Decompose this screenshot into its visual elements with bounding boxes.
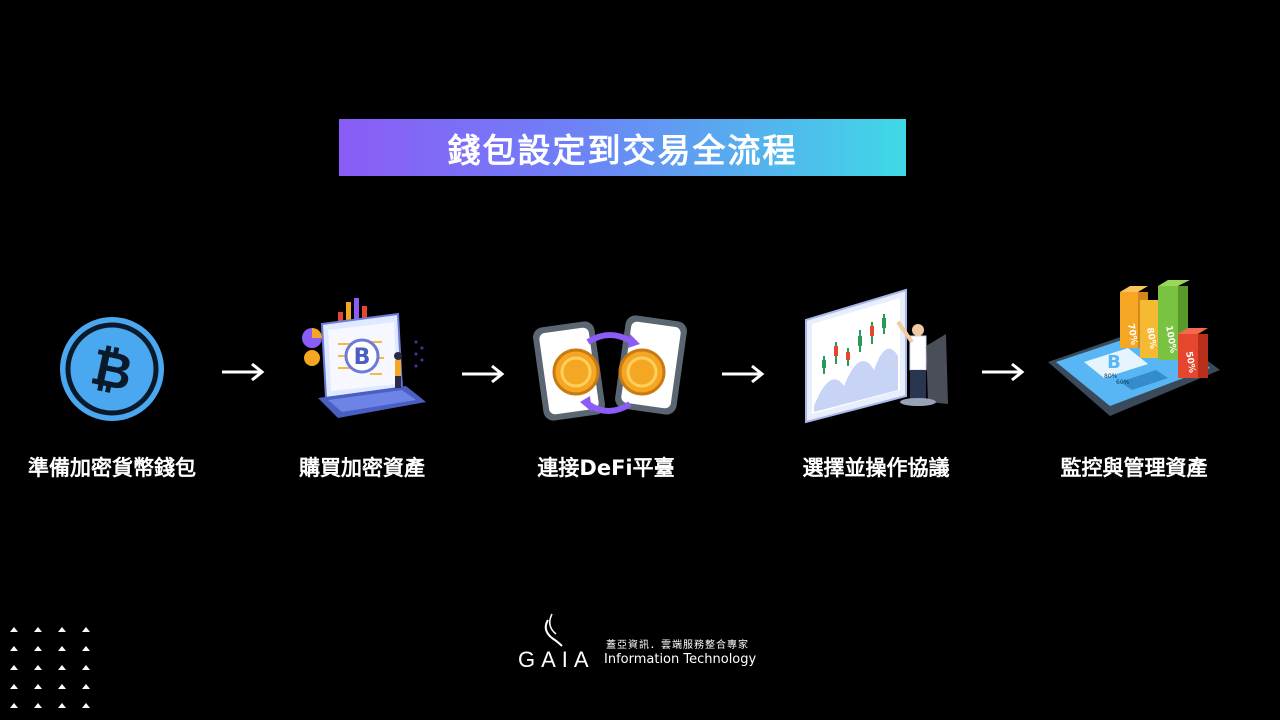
bar-badge: 70% (1125, 323, 1139, 346)
arrow-right-icon (722, 364, 765, 384)
bar-badge: 100% (1163, 325, 1178, 354)
gaia-logo: GAIA 蓋亞資訊．雲端服務整合專家 Information Technolog… (518, 610, 778, 674)
svg-text:B: B (1107, 352, 1121, 373)
tablet-bar-chart-icon: B 70% 80% 100% 50% 80% 60% (1048, 280, 1220, 416)
step-label: 監控與管理資產 (1060, 456, 1208, 480)
title-banner: 錢包設定到交易全流程 (339, 119, 906, 176)
step-label: 準備加密貨幣錢包 (28, 456, 196, 480)
page-title: 錢包設定到交易全流程 (447, 130, 798, 170)
arrow-right-icon (462, 364, 505, 384)
phones-coin-exchange-icon (533, 315, 687, 421)
step-label: 購買加密資產 (299, 456, 425, 480)
arrow-right-icon (222, 362, 265, 382)
trading-chart-board-icon (805, 288, 948, 424)
bitcoin-coin-icon: ₿ (60, 317, 164, 421)
laptop-bitcoin-chart-icon: B (302, 298, 426, 418)
bar-badge: 50% (1183, 351, 1197, 374)
step-label: 連接DeFi平臺 (537, 456, 675, 480)
logo-tagline-zh: 蓋亞資訊．雲端服務整合專家 (606, 640, 749, 651)
arrow-right-icon (982, 362, 1025, 382)
tablet-label: 60% (1116, 379, 1130, 386)
triangle-dot-grid-icon (10, 627, 90, 708)
logo-tagline-en: Information Technology (604, 652, 757, 667)
gaia-logo-mark-icon: GAIA (518, 613, 595, 672)
tablet-label: 80% (1104, 373, 1118, 380)
svg-text:B: B (354, 345, 371, 370)
bar-badge: 80% (1144, 327, 1158, 350)
logo-brand: GAIA (518, 647, 595, 672)
step-label: 選擇並操作協議 (802, 456, 950, 480)
